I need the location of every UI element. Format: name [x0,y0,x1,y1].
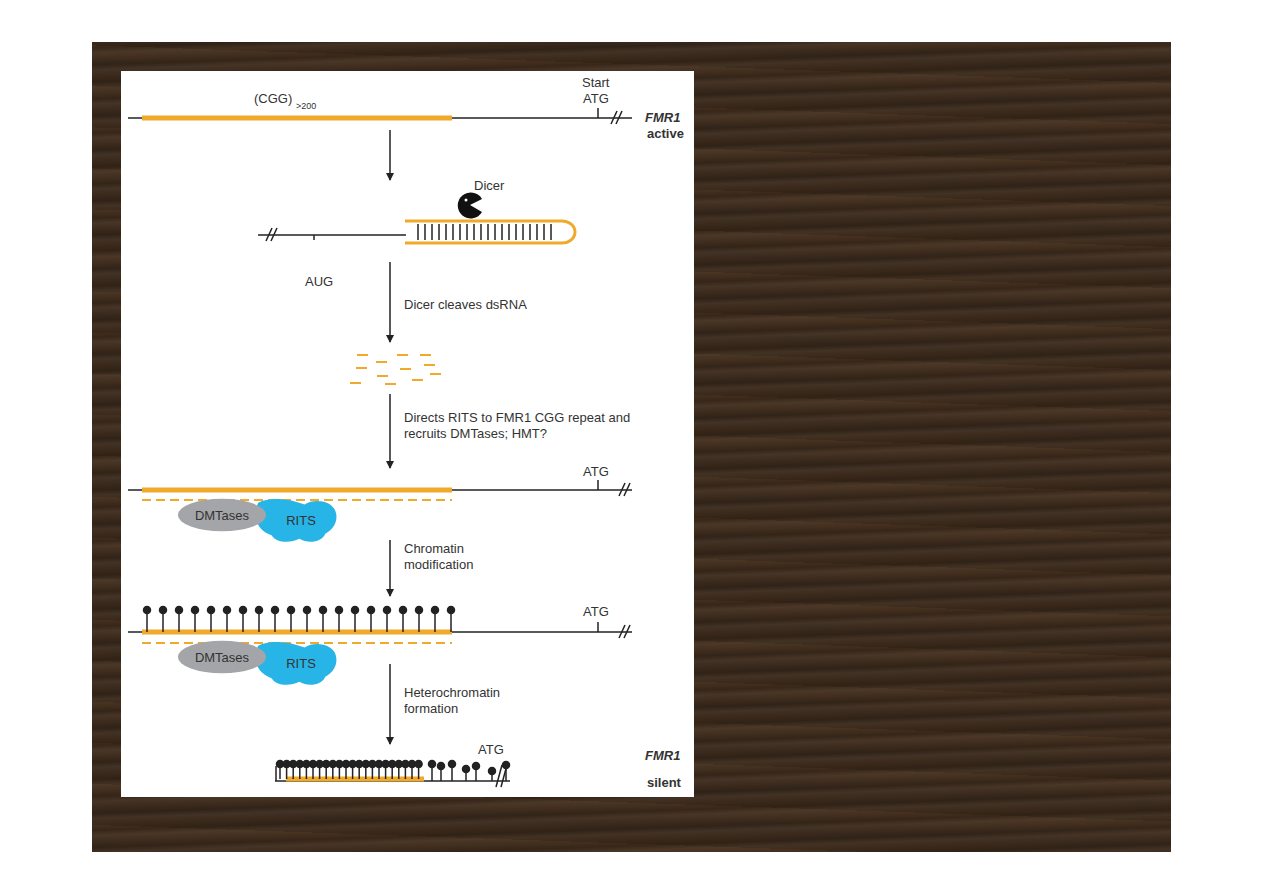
node-text: RITS [286,513,316,528]
rits-complex: RITS [253,639,339,687]
diagram-label: FMR1 [645,748,680,764]
diagram-label: ATG [583,464,609,480]
diagram-label: Dicer cleaves dsRNA [404,297,527,313]
diagram-label: silent [647,775,681,791]
diagram-label: ATG [478,742,504,758]
diagram-label: Dicer [474,178,504,194]
diagram-label: Directs RITS to FMR1 CGG repeat and recr… [404,410,639,443]
node-text: RITS [286,656,316,671]
diagram-label: FMR1 [645,110,680,126]
diagram-label: Chromatin modification [404,541,504,574]
diagram-label: ATG [583,604,609,620]
diagram-label: Start [582,75,609,91]
diagram-label: active [647,126,684,142]
diagram-label: (CGG) [254,91,292,107]
diagram-label: AUG [305,274,333,290]
enzyme-ellipse: DMTases [177,640,267,674]
diagram-label: Heterochromatin formation [404,685,524,718]
node-text: DMTases [195,650,249,665]
rits-complex: RITS [253,496,339,544]
diagram-label: >200 [296,101,316,112]
diagram-label: ATG [583,91,609,107]
node-text: DMTases [195,508,249,523]
enzyme-ellipse: DMTases [177,498,267,532]
